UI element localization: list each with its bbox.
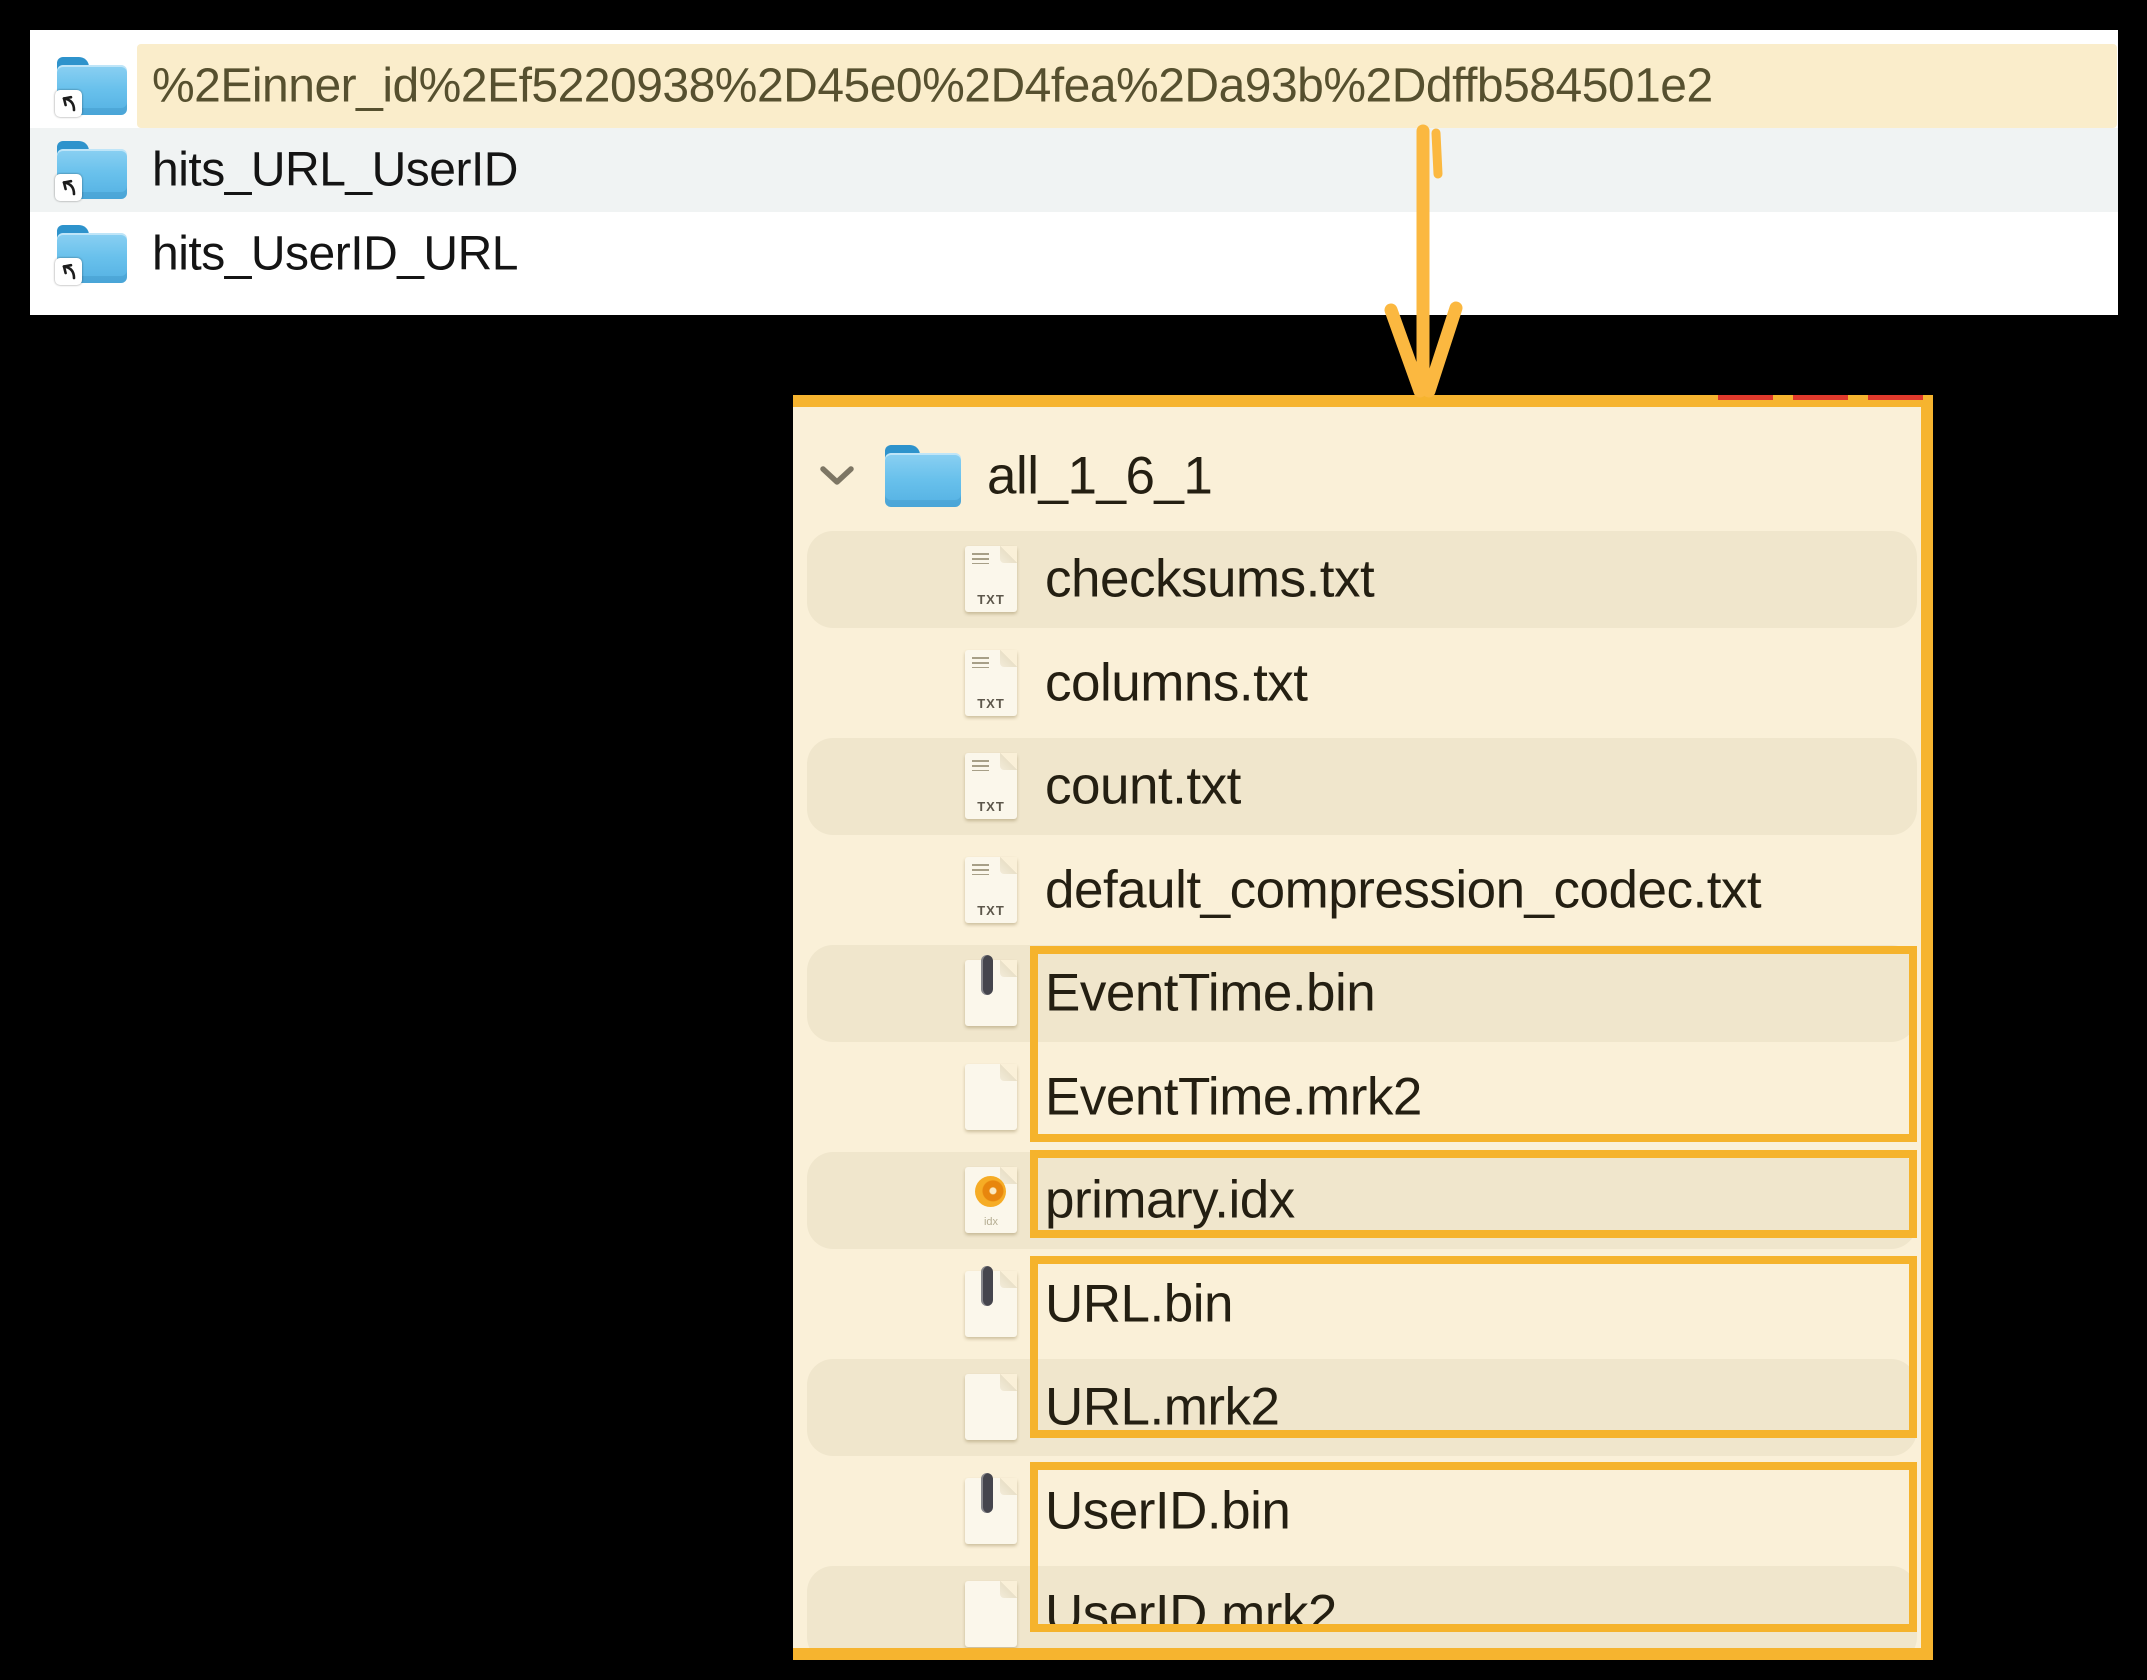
page-fold — [1000, 1270, 1017, 1288]
tree-item-label: EventTime.mrk2 — [1045, 1067, 1422, 1127]
file-icon — [965, 1374, 1017, 1441]
alias-folder-icon — [55, 57, 127, 117]
alias-arrow-icon — [62, 179, 76, 196]
file-type-mark — [972, 553, 989, 565]
page-fold — [1000, 1477, 1017, 1495]
tree-row-file[interactable]: TXT default_compression_codec.txt — [793, 838, 1921, 942]
file-type-badge: TXT — [977, 592, 1005, 608]
tree-row-file[interactable]: TXT checksums.txt — [793, 528, 1921, 632]
tree-item-label: columns.txt — [1045, 653, 1308, 713]
finder-item-label: hits_UserID_URL — [152, 227, 518, 281]
tree-item-label: UserID.mrk2 — [1045, 1584, 1337, 1644]
finder-item-label: %2Einner_id%2Ef5220938%2D45e0%2D4fea%2Da… — [152, 59, 1713, 113]
tree-item-label: URL.bin — [1045, 1274, 1233, 1334]
tree-row-file[interactable]: idx primary.idx — [793, 1149, 1921, 1253]
tree-item-label: EventTime.bin — [1045, 963, 1376, 1023]
part-folder-panel: all_1_6_1 TXT checksums.txt TXT columns.… — [793, 395, 1933, 1660]
alias-folder-icon — [55, 225, 127, 285]
tree-item-label: primary.idx — [1045, 1170, 1295, 1230]
file-type-mark — [972, 656, 989, 668]
tree-row-file[interactable]: URL.mrk2 — [793, 1356, 1921, 1460]
tree-row-file[interactable]: TXT count.txt — [793, 735, 1921, 839]
tree-item-label: URL.mrk2 — [1045, 1377, 1280, 1437]
file-type-mark — [972, 760, 989, 772]
finder-item-label: hits_URL_UserID — [152, 143, 518, 197]
page-fold — [1000, 960, 1017, 978]
red-accent-line — [1718, 395, 1930, 400]
tree-item-label: checksums.txt — [1045, 549, 1375, 609]
finder-row[interactable]: hits_URL_UserID — [30, 128, 2118, 212]
file-type-badge: TXT — [977, 695, 1005, 711]
tree-item-label: UserID.bin — [1045, 1481, 1291, 1541]
file-icon: TXT — [965, 546, 1017, 613]
finder-row[interactable]: %2Einner_id%2Ef5220938%2D45e0%2D4fea%2Da… — [30, 44, 2118, 128]
file-type-mark — [981, 955, 993, 996]
page-fold — [1000, 1374, 1017, 1392]
file-type-badge: TXT — [977, 799, 1005, 815]
tree-row-file[interactable]: UserID.bin — [793, 1459, 1921, 1563]
file-type-badge: idx — [983, 1216, 999, 1229]
file-type-mark — [981, 1472, 993, 1513]
file-icon — [965, 955, 1017, 1027]
file-icon — [965, 1472, 1017, 1544]
alias-arrow-icon — [62, 95, 76, 112]
tree-row-file[interactable]: UserID.mrk2 — [793, 1563, 1921, 1648]
page-fold — [1000, 649, 1017, 667]
tree-item-label: all_1_6_1 — [987, 446, 1213, 506]
file-icon: TXT — [965, 856, 1017, 923]
chevron-down-icon[interactable] — [819, 464, 855, 488]
file-icon: idx — [965, 1167, 1017, 1234]
alias-arrow-icon — [62, 263, 76, 280]
tree-row-file[interactable]: EventTime.bin — [793, 942, 1921, 1046]
file-type-badge: TXT — [977, 902, 1005, 918]
file-icon: TXT — [965, 649, 1017, 716]
tree-item-label: count.txt — [1045, 756, 1241, 816]
tree-row-folder[interactable]: all_1_6_1 — [793, 424, 1921, 528]
page-fold — [1000, 546, 1017, 564]
file-icon — [965, 1581, 1017, 1648]
finder-list-panel: %2Einner_id%2Ef5220938%2D45e0%2D4fea%2Da… — [30, 30, 2118, 315]
page-fold — [1000, 1167, 1017, 1185]
alias-arrow-badge — [55, 258, 82, 285]
folder-icon — [885, 444, 961, 507]
page-fold — [1000, 1581, 1017, 1599]
alias-arrow-badge — [55, 174, 82, 201]
page-fold — [1000, 856, 1017, 874]
tree-row-file[interactable]: EventTime.mrk2 — [793, 1045, 1921, 1149]
finder-row[interactable]: hits_UserID_URL — [30, 212, 2118, 296]
page-fold — [1000, 1063, 1017, 1081]
alias-arrow-badge — [55, 90, 82, 117]
file-type-mark — [975, 1176, 1006, 1208]
file-type-mark — [972, 863, 989, 875]
tree-row-file[interactable]: TXT columns.txt — [793, 631, 1921, 735]
alias-folder-icon — [55, 141, 127, 201]
tree-row-file[interactable]: URL.bin — [793, 1252, 1921, 1356]
file-icon — [965, 1265, 1017, 1337]
file-icon — [965, 1063, 1017, 1130]
tree-item-label: default_compression_codec.txt — [1045, 860, 1762, 920]
page-fold — [1000, 753, 1017, 771]
file-type-mark — [981, 1265, 993, 1306]
file-icon: TXT — [965, 753, 1017, 820]
